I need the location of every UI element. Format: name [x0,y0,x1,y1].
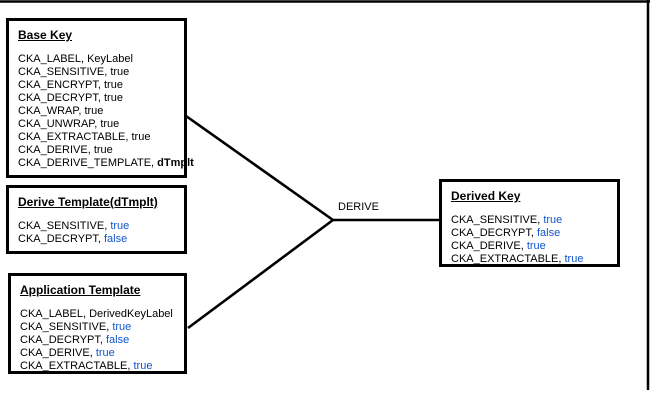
attribute-row: CKA_SENSITIVE, true [20,321,184,334]
attribute-value: false [104,233,128,245]
derived-key-title: Derived Key [451,189,521,203]
attribute-name: CKA_LABEL, [20,308,90,320]
derive-template-title: Derive Template(dTmplt) [18,195,158,209]
attribute-name: CKA_SENSITIVE, [18,220,111,232]
derive-operation-label: DERIVE [338,201,379,213]
attribute-value: true [104,92,123,104]
attribute-name: CKA_SENSITIVE, [18,66,111,78]
attribute-value: true [110,220,130,232]
attribute-name: CKA_DERIVE, [451,240,527,252]
attribute-name: CKA_SENSITIVE, [451,214,544,226]
attribute-name: CKA_DECRYPT, [20,334,106,346]
attribute-name: CKA_DERIVE, [18,144,94,156]
attribute-value: true [133,360,153,372]
attribute-value: KeyLabel [87,53,133,65]
attribute-value: DerivedKeyLabel [89,308,173,320]
attribute-value: true [84,105,104,117]
attribute-value: true [95,347,115,359]
attribute-value: true [112,321,132,333]
attribute-name: CKA_EXTRACTABLE, [451,253,565,265]
base-key-title: Base Key [18,28,73,42]
attribute-name: CKA_LABEL, [18,53,88,65]
attribute-row: CKA_EXTRACTABLE, true [451,253,617,266]
attribute-name: CKA_SENSITIVE, [20,321,113,333]
attribute-row: CKA_DECRYPT, false [451,227,617,240]
attribute-row: CKA_SENSITIVE, true [18,66,184,79]
attribute-row: CKA_UNWRAP, true [18,118,184,131]
attribute-value: true [543,214,563,226]
attribute-row: CKA_LABEL, DerivedKeyLabel [20,308,184,321]
attribute-value: true [131,131,151,143]
attribute-name: CKA_DECRYPT, [451,227,537,239]
attribute-row: CKA_LABEL, KeyLabel [18,53,184,66]
attribute-row: CKA_ENCRYPT, true [18,79,184,92]
attribute-value: true [93,144,113,156]
attribute-row: CKA_SENSITIVE, true [18,220,184,233]
attribute-row: CKA_EXTRACTABLE, true [18,131,184,144]
attribute-row: CKA_DERIVE, true [20,347,184,360]
attribute-name: CKA_DECRYPT, [18,233,104,245]
attribute-value: true [110,66,130,78]
attribute-row: CKA_DERIVE_TEMPLATE, dTmplt [18,157,194,170]
application-template-box: Application Template CKA_LABEL, DerivedK… [8,273,187,374]
attribute-value: dTmplt [157,157,194,169]
attribute-name: CKA_DECRYPT, [18,92,104,104]
attribute-name: CKA_DERIVE, [20,347,96,359]
attribute-row: CKA_DECRYPT, false [20,334,184,347]
connector-application-template-line [187,218,334,330]
attribute-value: true [100,118,120,130]
derive-template-box: Derive Template(dTmplt) CKA_SENSITIVE, t… [6,185,187,254]
attribute-value: true [564,253,584,265]
connector-base-key-line [185,114,334,222]
attribute-value: false [537,227,561,239]
attribute-row: CKA_DECRYPT, true [18,92,184,105]
attribute-row: CKA_DECRYPT, false [18,233,184,246]
attribute-row: CKA_DERIVE, true [18,144,184,157]
attribute-name: CKA_ENCRYPT, [18,79,104,91]
attribute-name: CKA_DERIVE_TEMPLATE, [18,157,158,169]
attribute-row: CKA_EXTRACTABLE, true [20,360,184,373]
attribute-row: CKA_SENSITIVE, true [451,214,617,227]
attribute-name: CKA_UNWRAP, [18,118,101,130]
attribute-value: true [526,240,546,252]
application-template-title: Application Template [20,283,141,297]
attribute-name: CKA_EXTRACTABLE, [20,360,134,372]
attribute-value: true [104,79,123,91]
attribute-value: false [106,334,130,346]
attribute-name: CKA_WRAP, [18,105,85,117]
attribute-row: CKA_WRAP, true [18,105,184,118]
attribute-name: CKA_EXTRACTABLE, [18,131,132,143]
attribute-row: CKA_DERIVE, true [451,240,617,253]
